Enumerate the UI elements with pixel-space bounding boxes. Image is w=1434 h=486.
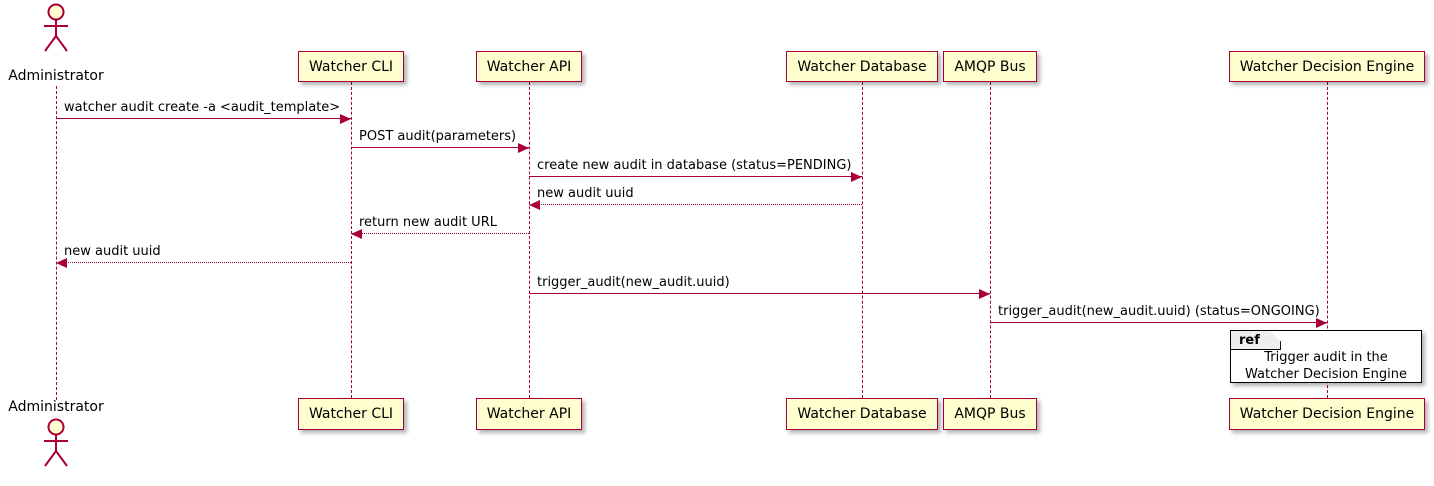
message-line-m7 (529, 293, 990, 294)
participant-watcher_database-top[interactable]: Watcher Database (786, 51, 938, 82)
message-arrowhead-m5 (351, 228, 362, 239)
message-label-m1: watcher audit create -a <audit_template> (64, 100, 341, 115)
lifeline-watcher_database (862, 82, 863, 398)
message-label-m5: return new audit URL (359, 215, 497, 230)
participant-label-watcher_decision_engine-top: Watcher Decision Engine (1239, 58, 1415, 75)
lifeline-amqp_bus (990, 82, 991, 398)
message-arrowhead-m1 (340, 113, 351, 124)
message-label-m4: new audit uuid (537, 186, 634, 201)
message-label-m7: trigger_audit(new_audit.uuid) (537, 275, 730, 290)
message-line-m4 (529, 204, 862, 205)
lifeline-watcher_api (529, 82, 530, 398)
participant-label-administrator-top: Administrator (8, 68, 104, 84)
participant-label-amqp_bus-top: AMQP Bus (954, 58, 1026, 75)
message-arrowhead-m2 (518, 142, 529, 153)
message-line-m3 (529, 176, 862, 177)
participant-label-watcher_decision_engine-bottom: Watcher Decision Engine (1239, 406, 1415, 422)
lifeline-administrator (56, 86, 57, 400)
message-arrowhead-m4 (529, 199, 540, 210)
participant-label-watcher_api-bottom: Watcher API (486, 406, 572, 422)
participant-watcher_cli-bottom[interactable]: Watcher CLI (297, 398, 405, 430)
message-line-m2 (351, 147, 529, 148)
participant-watcher_decision_engine-bottom[interactable]: Watcher Decision Engine (1228, 398, 1426, 430)
message-label-m6: new audit uuid (64, 244, 161, 259)
ref-fragment-tab-label: ref (1231, 331, 1281, 350)
lifeline-watcher_cli (351, 82, 352, 398)
ref-fragment-line-1: Trigger audit in the (1264, 350, 1388, 366)
message-line-m5 (351, 233, 529, 234)
message-label-m3: create new audit in database (status=PEN… (537, 158, 852, 173)
participant-amqp_bus-top[interactable]: AMQP Bus (943, 51, 1037, 82)
ref-fragment-line-2: Watcher Decision Engine (1245, 366, 1407, 382)
participant-watcher_database-bottom[interactable]: Watcher Database (786, 398, 938, 430)
actor-figure-administrator-bottom (36, 418, 76, 472)
message-line-m1 (56, 118, 351, 119)
participant-label-amqp_bus-bottom: AMQP Bus (954, 406, 1026, 422)
participant-watcher_api-top[interactable]: Watcher API (475, 51, 583, 82)
message-line-m8 (990, 322, 1327, 323)
participant-label-watcher_api-top: Watcher API (486, 58, 572, 75)
participant-watcher_decision_engine-top[interactable]: Watcher Decision Engine (1228, 51, 1426, 82)
message-arrowhead-m8 (1316, 317, 1327, 328)
participant-amqp_bus-bottom[interactable]: AMQP Bus (943, 398, 1037, 430)
message-label-m8: trigger_audit(new_audit.uuid) (status=ON… (998, 304, 1320, 319)
message-line-m6 (56, 262, 351, 263)
participant-label-watcher_cli-bottom: Watcher CLI (308, 406, 394, 422)
participant-label-watcher_cli-top: Watcher CLI (308, 58, 394, 75)
lifeline-watcher_decision_engine (1327, 82, 1328, 398)
participant-watcher_cli-top[interactable]: Watcher CLI (297, 51, 405, 82)
message-arrowhead-m7 (979, 288, 990, 299)
participant-label-watcher_database-bottom: Watcher Database (797, 406, 927, 422)
message-arrowhead-m6 (56, 257, 67, 268)
message-label-m2: POST audit(parameters) (359, 129, 517, 144)
participant-label-administrator-bottom: Administrator (8, 399, 104, 415)
actor-figure-administrator-top (36, 3, 76, 57)
message-arrowhead-m3 (851, 171, 862, 182)
participant-label-watcher_database-top: Watcher Database (797, 58, 927, 75)
participant-watcher_api-bottom[interactable]: Watcher API (475, 398, 583, 430)
